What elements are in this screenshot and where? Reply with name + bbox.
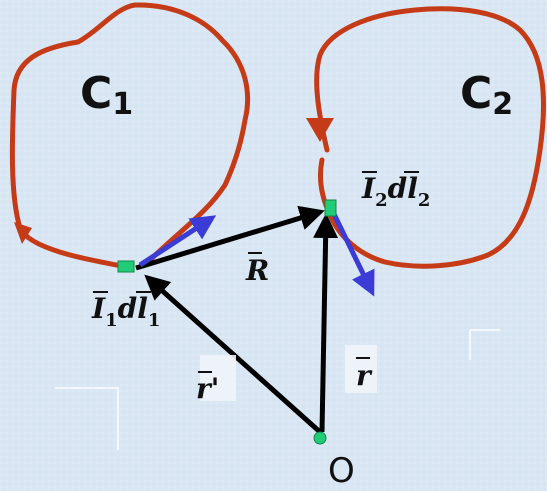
svg-text:R: R: [245, 254, 269, 287]
svg-text:I1dl1: I1dl1: [91, 292, 160, 331]
loop-c2-arrowhead: [306, 118, 334, 142]
direction-arrow-1: [138, 215, 217, 268]
label-element-1: I1dl1: [91, 291, 160, 331]
label-vector-r: r: [345, 345, 377, 393]
label-c2: C2: [460, 68, 513, 122]
label-origin: O: [328, 451, 355, 491]
vector-r: [313, 213, 339, 433]
svg-text:I2dl2: I2dl2: [361, 172, 430, 211]
direction-arrow-2: [330, 210, 375, 297]
label-vector-R: R: [245, 252, 269, 287]
label-element-2: I2dl2: [361, 171, 430, 211]
svg-text:r': r': [196, 372, 219, 405]
loop-c1: [9, 2, 251, 271]
svg-text:r: r: [356, 359, 373, 392]
current-element-2: [324, 199, 337, 217]
label-c1: C1: [80, 68, 133, 122]
loop-c2: [314, 6, 546, 269]
origin-dot: [313, 431, 327, 445]
faint-marks: [55, 329, 500, 450]
loop-c1-arrowhead: [14, 222, 32, 244]
current-element-1: [117, 260, 135, 273]
vector-R: [135, 205, 325, 271]
label-vector-r-prime: r': [196, 355, 236, 405]
